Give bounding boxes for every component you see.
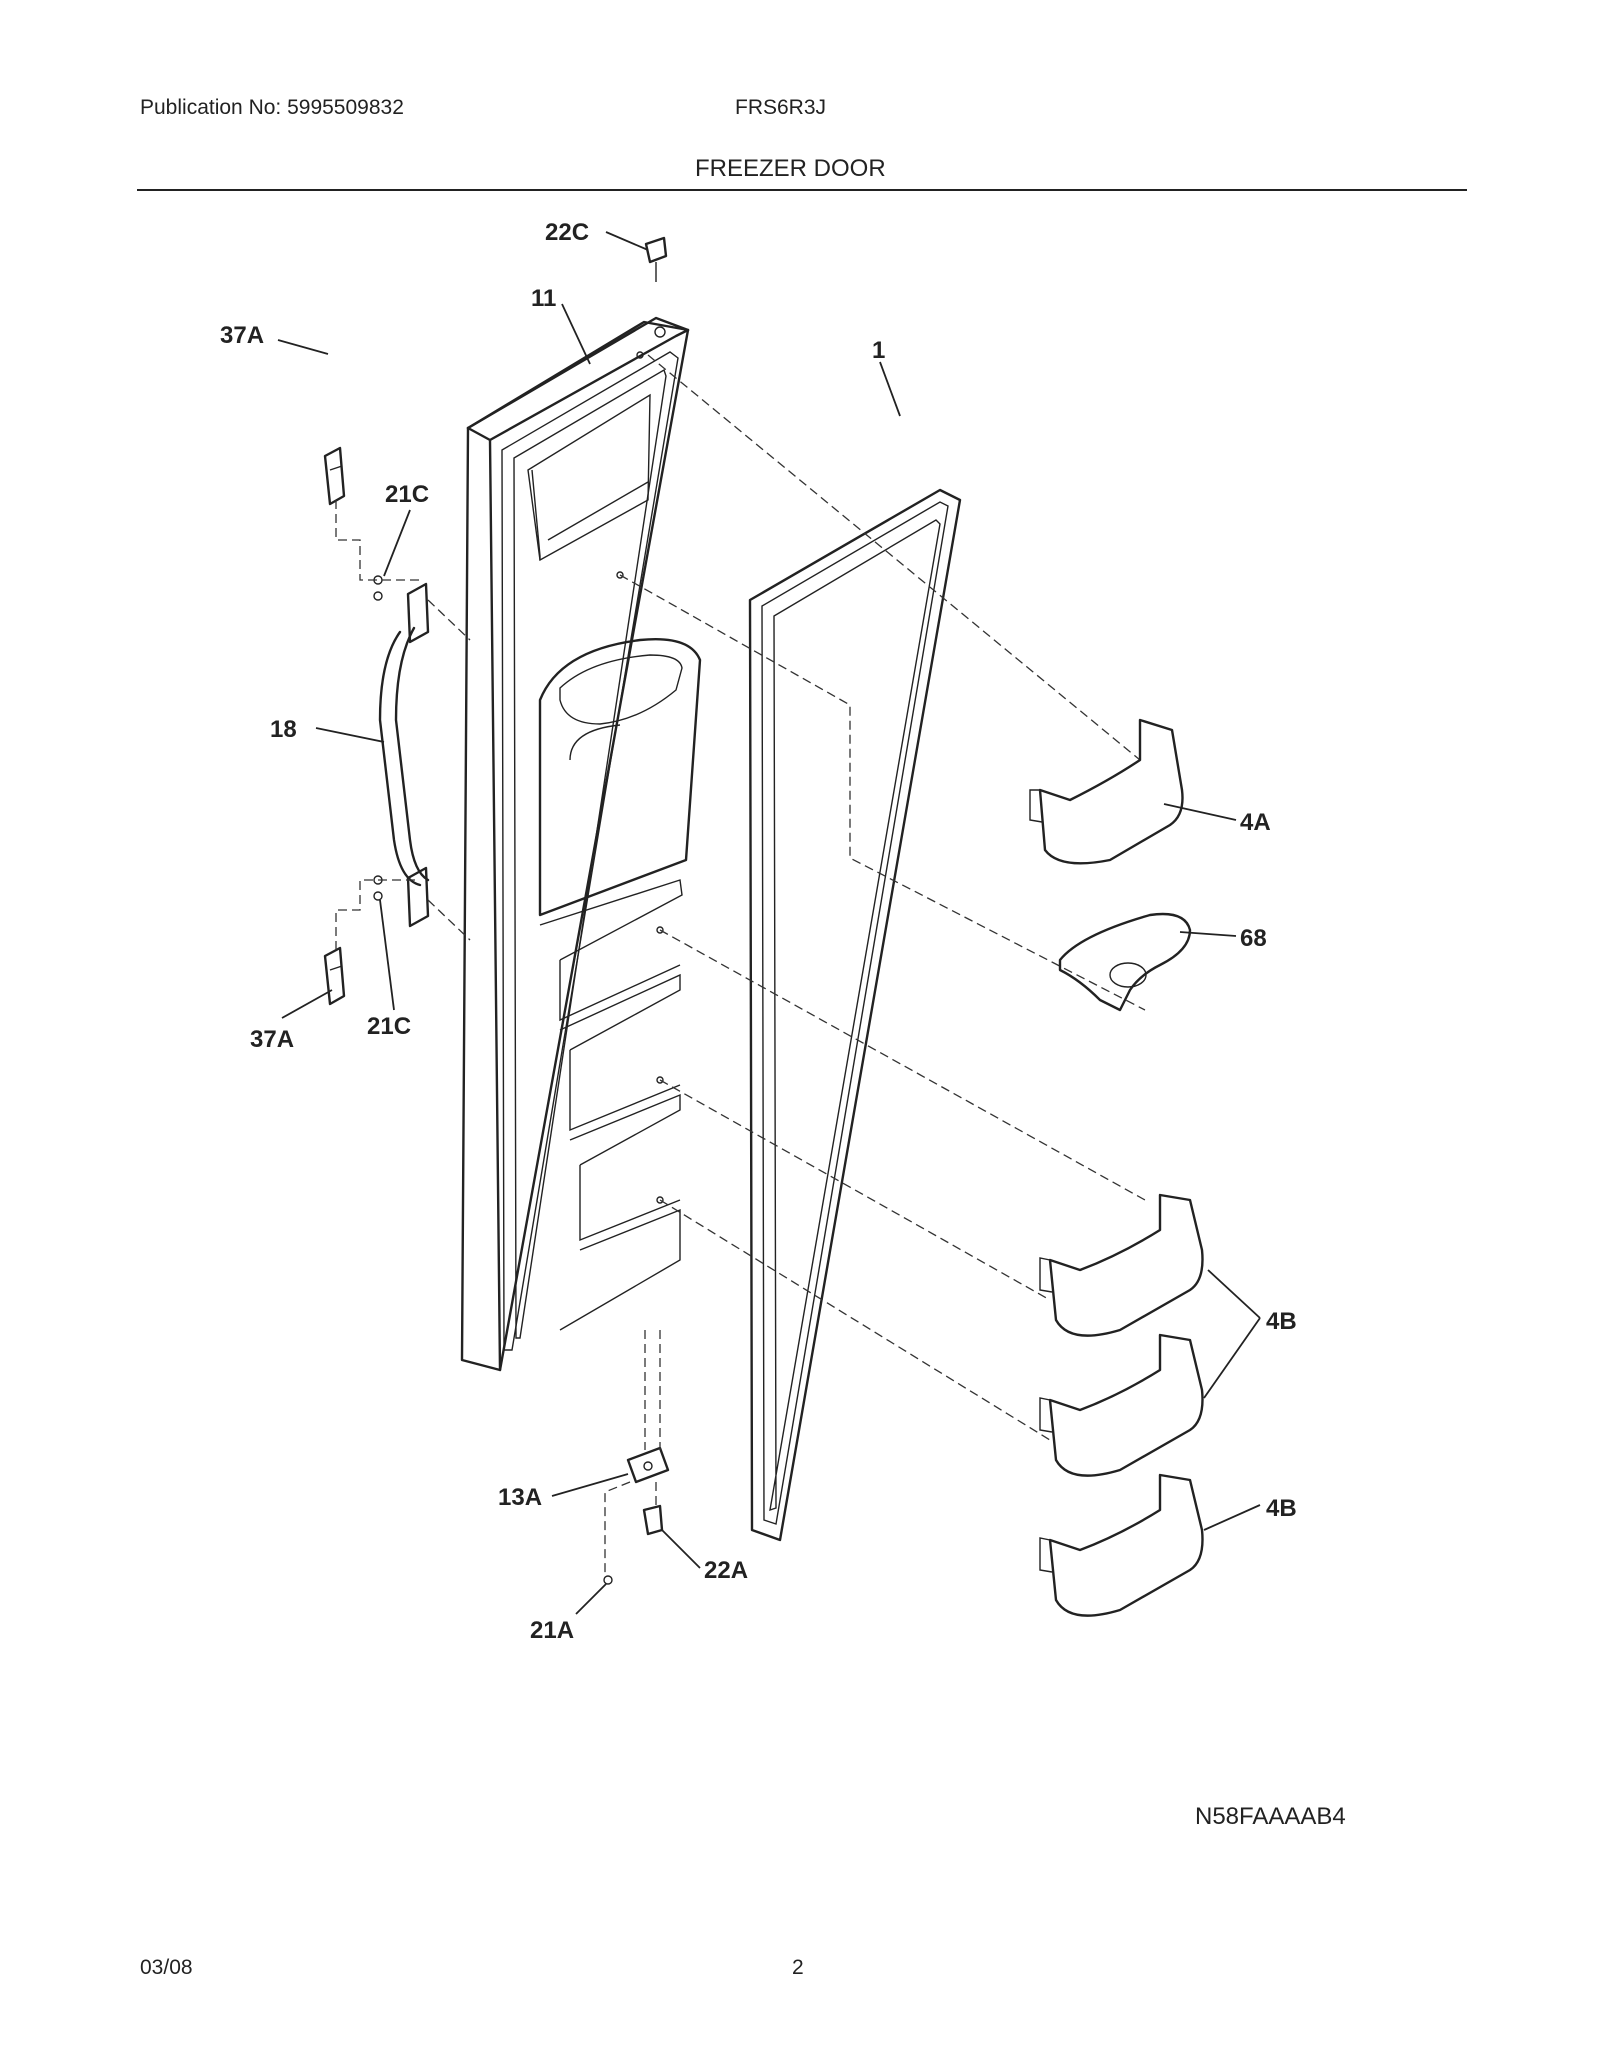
footer-page-number: 2 <box>792 1956 804 1979</box>
end-cap-top <box>323 446 346 506</box>
section-title: FREEZER DOOR <box>695 155 886 182</box>
label-4A: 4A <box>1240 809 1271 836</box>
label-22A: 22A <box>704 1557 748 1584</box>
label-68: 68 <box>1240 925 1267 952</box>
label-21A: 21A <box>530 1617 574 1644</box>
leader-lines <box>277 231 1261 1615</box>
door-gasket <box>748 488 962 1542</box>
cup-68 <box>1058 912 1192 1012</box>
freezer-door-shell <box>460 316 690 1372</box>
label-4B-upper: 4B <box>1266 1308 1297 1335</box>
label-21C-top: 21C <box>385 481 429 508</box>
part-labels: 22C 11 37A 21C 1 18 4A 68 21C 37A 4B 4B … <box>220 219 1297 1644</box>
bin-4B-lower <box>1039 1473 1204 1617</box>
label-13A: 13A <box>498 1484 542 1511</box>
label-18: 18 <box>270 716 297 743</box>
model-number: FRS6R3J <box>735 96 827 119</box>
label-1: 1 <box>872 337 885 364</box>
door-liner <box>527 351 702 1331</box>
bin-4B-upper <box>1039 1193 1204 1337</box>
bin-4B-middle <box>1039 1333 1204 1477</box>
label-37A-bottom: 37A <box>250 1026 294 1053</box>
publication-number: Publication No: 5995509832 <box>140 96 404 119</box>
label-37A-top: 37A <box>220 322 264 349</box>
footer-date: 03/08 <box>140 1956 193 1979</box>
diagram-code: N58FAAAAB4 <box>1195 1803 1346 1830</box>
label-4B-lower: 4B <box>1266 1495 1297 1522</box>
bin-4A <box>1029 718 1184 865</box>
header-rule <box>137 189 1467 191</box>
label-22C: 22C <box>545 219 589 246</box>
screws <box>373 236 670 1585</box>
end-cap-bottom <box>323 946 346 1006</box>
door-handle <box>378 582 430 928</box>
assembly-lines <box>335 354 1146 1575</box>
label-11: 11 <box>531 285 556 312</box>
label-21C-bottom: 21C <box>367 1013 411 1040</box>
